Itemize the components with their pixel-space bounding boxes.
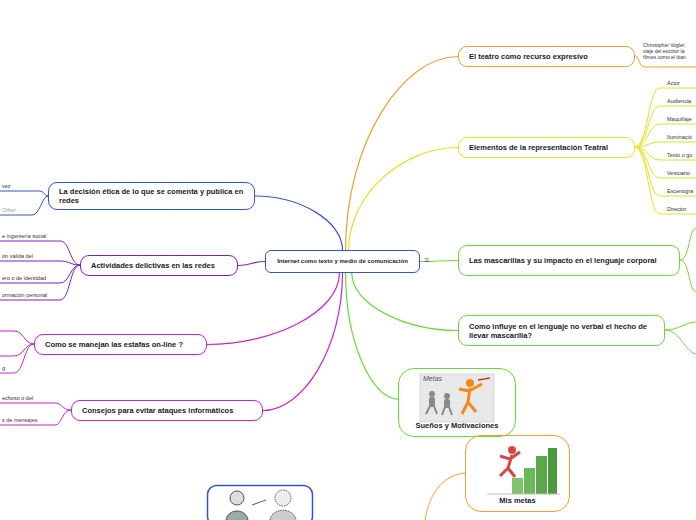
topic-box: Actividades delictivas en las redes [80, 255, 238, 276]
central-topic: Internet como texto y medio de comunicac… [265, 250, 420, 273]
topic-text: Consejos para evitar ataques informático… [82, 406, 233, 415]
branch-label: e ingeniería social [2, 233, 46, 239]
branch-label: Metas [423, 375, 442, 383]
topic-box: El teatro como recurso expresivo [458, 46, 635, 67]
topic-box: Elementos de la representación Teatral [458, 137, 635, 158]
branch-label: ón valida del [2, 253, 33, 259]
branch-label: Vestuario [667, 170, 690, 176]
branch-label: vez [2, 183, 11, 189]
branch-connector [346, 273, 398, 399]
topic-box: Consejos para evitar ataques informático… [71, 400, 263, 421]
topic-text: Mis metas [499, 496, 535, 505]
branch-connector [349, 148, 458, 251]
topic-text: Internet como texto y medio de comunicac… [277, 258, 408, 265]
topic-text: Elementos de la representación Teatral [469, 143, 608, 152]
topic-text: La decisión ética de lo que se comenta y… [59, 187, 244, 205]
branch-label: echoso o del [2, 395, 33, 401]
picture-topic: Mis metas [465, 435, 570, 512]
picture-topic: Sueños y Motivaciones [398, 368, 516, 437]
branch-label: g [2, 365, 5, 371]
branch-label: Iluminació [667, 134, 692, 140]
branch-label: Audiencia [667, 98, 691, 104]
branch-connector [346, 57, 458, 251]
branch-connector [263, 273, 343, 411]
branch-label: s de mensajes [2, 417, 37, 423]
branch-label: Maquillaje [667, 116, 692, 122]
branch-label: ormación personal [2, 292, 47, 298]
topic-text: Las mascarillas y su impacto en el lengu… [469, 256, 657, 265]
topic-text: Como influye en el lenguaje no verbal el… [469, 322, 654, 340]
branch-label: Texto o gu [667, 152, 692, 158]
topic-box: Como se manejan las estafas on-line ? [34, 334, 207, 355]
topic-text: Sueños y Motivaciones [416, 421, 499, 430]
branch-label: ero o de identidad [2, 275, 46, 281]
branch-label: Christopher Vogler, viaje del escritor l… [643, 43, 694, 60]
topic-box: Las mascarillas y su impacto en el lengu… [458, 245, 680, 276]
topic-box: La decisión ética de lo que se comenta y… [48, 182, 255, 210]
topic-box: Como influye en el lenguaje no verbal el… [458, 315, 665, 346]
branch-label: Escenogra [667, 188, 693, 194]
branch-connector [352, 273, 458, 331]
branch-label: Other [2, 207, 16, 213]
topic-text: El teatro como recurso expresivo [469, 52, 588, 61]
branch-label: Actor [667, 80, 680, 86]
branch-label: Director [667, 206, 686, 212]
branch-connector [207, 273, 339, 345]
branch-connector [255, 196, 343, 250]
topic-text: Actividades delictivas en las redes [91, 261, 215, 270]
branch-connector [238, 262, 265, 266]
topic-text: Como se manejan las estafas on-line ? [45, 340, 183, 349]
branch-label: ≡ [424, 255, 429, 265]
